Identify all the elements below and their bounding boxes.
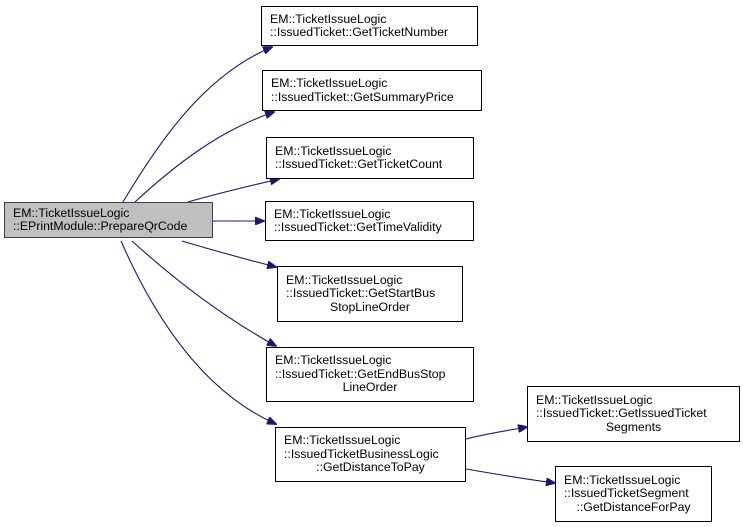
node-line: ::IssuedTicketSegment — [564, 486, 689, 501]
node-line: EM::TicketIssueLogic — [284, 433, 401, 448]
node-get-ticket-count[interactable]: EM::TicketIssueLogic ::IssuedTicket::Get… — [266, 137, 474, 179]
node-line: EM::TicketIssueLogic — [270, 11, 387, 26]
edge-root-to-n5 — [181, 240, 276, 267]
edge-root-to-n2 — [134, 112, 274, 203]
node-line: EM::TicketIssueLogic — [13, 205, 130, 220]
node-line: ::IssuedTicket::GetTicketNumber — [270, 25, 449, 39]
node-get-time-validity[interactable]: EM::TicketIssueLogic ::IssuedTicket::Get… — [265, 201, 474, 241]
node-line: ::IssuedTicket::GetIssuedTicket — [536, 406, 707, 421]
node-line: ::IssuedTicket::GetTimeValidity — [274, 220, 442, 234]
edge-root-to-n3 — [187, 179, 279, 203]
node-prepare-qr-code[interactable]: EM::TicketIssueLogic ::EPrintModule::Pre… — [4, 202, 213, 238]
node-line: EM::TicketIssueLogic — [564, 472, 681, 487]
node-line: ::IssuedTicket::GetStartBus — [286, 286, 436, 301]
node-line: EM::TicketIssueLogic — [275, 143, 392, 158]
edge-root-to-n6 — [131, 240, 276, 346]
node-line: EM::TicketIssueLogic — [271, 76, 388, 90]
node-line: StopLineOrder — [330, 299, 410, 314]
node-line: ::IssuedTicket::GetEndBusStop — [275, 366, 446, 381]
node-line: EM::TicketIssueLogic — [286, 272, 403, 287]
node-line: ::GetDistanceForPay — [576, 499, 691, 514]
node-line: ::GetDistanceToPay — [316, 460, 425, 475]
edge-root-to-n7 — [120, 240, 276, 424]
node-line: EM::TicketIssueLogic — [536, 392, 653, 407]
node-get-distance-to-pay[interactable]: EM::TicketIssueLogic ::IssuedTicketBusin… — [275, 427, 466, 482]
node-line: ::IssuedTicket::GetTicketCount — [275, 157, 443, 171]
node-line: ::IssuedTicket::GetSummaryPrice — [271, 89, 454, 104]
node-get-ticket-number[interactable]: EM::TicketIssueLogic ::IssuedTicket::Get… — [261, 6, 478, 46]
node-get-end-bus-stop-line-order[interactable]: EM::TicketIssueLogic ::IssuedTicket::Get… — [266, 347, 474, 402]
node-get-start-bus-stop-line-order[interactable]: EM::TicketIssueLogic ::IssuedTicket::Get… — [277, 266, 463, 322]
node-line: Segments — [605, 419, 662, 434]
edge-n7-to-n8 — [465, 427, 527, 440]
node-line: ::IssuedTicketBusinessLogic — [284, 446, 439, 461]
node-get-distance-for-pay[interactable]: EM::TicketIssueLogic ::IssuedTicketSegme… — [555, 466, 712, 522]
node-line: ::EPrintModule::PrepareQrCode — [13, 219, 188, 233]
node-line: EM::TicketIssueLogic — [275, 353, 392, 368]
edge-n7-to-n9 — [465, 468, 555, 483]
edge-root-to-n1 — [122, 47, 272, 203]
node-get-summary-price[interactable]: EM::TicketIssueLogic ::IssuedTicket::Get… — [262, 70, 482, 111]
node-line: LineOrder — [342, 380, 398, 395]
node-get-issued-ticket-segments[interactable]: EM::TicketIssueLogic ::IssuedTicket::Get… — [527, 386, 740, 442]
node-line: EM::TicketIssueLogic — [274, 206, 391, 221]
